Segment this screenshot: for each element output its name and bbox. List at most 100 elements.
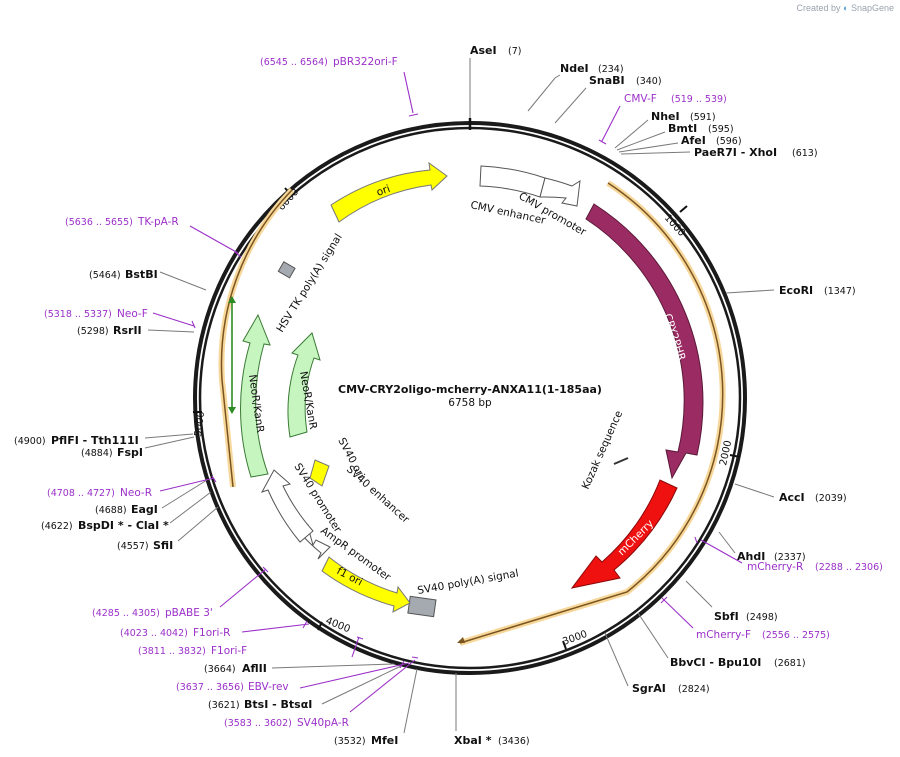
tick-3000: 3000 — [561, 629, 589, 648]
primer-mcherry-r[interactable]: mCherry-R(2288 .. 2306) — [747, 561, 883, 573]
site-btsi-btsai[interactable]: (3621) BtsI - BtsαI — [208, 698, 312, 711]
sv40-enhancer-label: SV40 enhancer — [344, 463, 412, 526]
site-bstbi[interactable]: (5464)BstBI — [89, 268, 158, 281]
svg-text:(6545 .. 6564): (6545 .. 6564) — [260, 57, 328, 68]
primer-ebv-rev[interactable]: (3637 .. 3656) EBV-rev — [176, 681, 289, 693]
svg-text:(4688): (4688) — [95, 505, 127, 516]
svg-text:(591): (591) — [690, 112, 716, 123]
primer-cmv-f[interactable]: CMV-F(519 .. 539) — [624, 93, 727, 105]
primer-tk-pa-r[interactable]: (5636 .. 5655)TK-pA-R — [65, 216, 179, 228]
site-rsrii[interactable]: (5298)RsrII — [77, 324, 142, 337]
sv40-promoter-feature — [260, 469, 314, 543]
svg-text:EcoRI: EcoRI — [779, 284, 813, 297]
svg-text:AflII: AflII — [242, 662, 267, 675]
site-bmti[interactable]: BmtI(595) — [668, 122, 734, 135]
svg-text:(4557): (4557) — [117, 541, 149, 552]
site-bbvci-bpu10i[interactable]: BbvCI - Bpu10I(2681) — [670, 656, 806, 669]
primer-f1ori-r[interactable]: (4023 .. 4042) F1ori-R — [120, 627, 230, 639]
primer-sv40pa-r[interactable]: (3583 .. 3602)SV40pA-R — [224, 717, 349, 729]
site-mfei[interactable]: (3532)MfeI — [334, 734, 398, 747]
primer-leaders — [152, 71, 743, 713]
site-pflfi-tth111i[interactable]: (4900)PflFI - Tth111I — [14, 434, 139, 447]
svg-text:(3811 .. 3832): (3811 .. 3832) — [138, 646, 206, 657]
svg-text:pBR322ori-F: pBR322ori-F — [333, 56, 398, 68]
svg-text:AhdI: AhdI — [737, 550, 765, 563]
primer-neo-f[interactable]: (5318 .. 5337) Neo-F — [44, 308, 148, 320]
svg-text:AccI: AccI — [779, 491, 805, 504]
cmv-promoter-feature — [539, 177, 581, 207]
cmv-enhancer-feature — [479, 165, 546, 198]
hsv-tk-label: HSV TK poly(A) signal — [274, 232, 344, 335]
svg-text:(3664): (3664) — [204, 664, 236, 675]
sv40-ori-feature — [309, 459, 330, 487]
svg-text:XbaI *: XbaI * — [454, 734, 492, 747]
site-asei[interactable]: AseI(7) — [470, 44, 521, 57]
svg-text:(4023 .. 4042): (4023 .. 4042) — [120, 628, 188, 639]
site-ahdi[interactable]: AhdI (2337) — [737, 550, 806, 563]
svg-text:(3637 .. 3656): (3637 .. 3656) — [176, 682, 244, 693]
tick-2000: 2000 — [718, 439, 734, 466]
primer-f1ori-f[interactable]: (3811 .. 3832) F1ori-F — [138, 645, 247, 657]
tick-5000: 5000 — [193, 411, 207, 438]
sv40-polya-label: SV40 poly(A) signal — [416, 567, 519, 597]
site-acci[interactable]: AccI (2039) — [779, 491, 847, 504]
svg-text:AfeI: AfeI — [681, 134, 706, 147]
primer-labels: (6545 .. 6564) pBR322ori-F CMV-F(519 .. 5… — [44, 56, 883, 729]
svg-text:(2039): (2039) — [815, 493, 847, 504]
svg-text:EagI: EagI — [131, 503, 158, 516]
svg-text:(5298): (5298) — [77, 326, 109, 337]
svg-text:Neo-F: Neo-F — [117, 308, 148, 320]
svg-text:(596): (596) — [716, 136, 742, 147]
mcherry-feature — [570, 479, 678, 589]
site-sbfi[interactable]: SbfI(2498) — [714, 610, 778, 623]
svg-text:(613): (613) — [792, 148, 818, 159]
svg-text:FspI: FspI — [117, 446, 143, 459]
site-ecori[interactable]: EcoRI(1347) — [779, 284, 856, 297]
kozak-feature — [613, 457, 629, 465]
svg-text:(2337): (2337) — [774, 552, 806, 563]
svg-text:BtsI - BtsαI: BtsI - BtsαI — [244, 698, 312, 711]
site-sgrai[interactable]: SgrAI(2824) — [632, 682, 710, 695]
site-xbai[interactable]: XbaI * (3436) — [454, 734, 530, 747]
site-sfii[interactable]: (4557) SfiI — [117, 539, 173, 552]
svg-text:PaeR7I - XhoI: PaeR7I - XhoI — [694, 146, 777, 159]
site-fspi[interactable]: (4884)FspI — [81, 446, 143, 459]
orf-arcs — [218, 180, 726, 646]
site-ndei[interactable]: NdeI(234) — [560, 62, 624, 75]
site-bspdi-clai[interactable]: (4622)BspDI * - ClaI * — [41, 519, 169, 532]
svg-text:(3436): (3436) — [498, 736, 530, 747]
svg-text:(5318 .. 5337): (5318 .. 5337) — [44, 309, 112, 320]
svg-text:(2681): (2681) — [774, 658, 806, 669]
svg-text:SfiI: SfiI — [153, 539, 173, 552]
svg-text:F1ori-R: F1ori-R — [193, 627, 230, 639]
svg-text:(3621): (3621) — [208, 700, 240, 711]
primer-mcherry-f[interactable]: mCherry-F(2556 .. 2575) — [696, 629, 830, 641]
site-eagi[interactable]: (4688) EagI — [95, 503, 158, 516]
svg-text:SgrAI: SgrAI — [632, 682, 666, 695]
primer-pbr322ori-f[interactable]: (6545 .. 6564) pBR322ori-F — [260, 56, 398, 68]
svg-text:(7): (7) — [508, 46, 521, 57]
svg-text:EBV-rev: EBV-rev — [248, 681, 289, 693]
neor-outer-feature — [240, 313, 271, 478]
svg-text:NheI: NheI — [651, 110, 680, 123]
primer-neo-r[interactable]: (4708 .. 4727)Neo-R — [47, 487, 152, 499]
credit-prefix: Created by — [796, 3, 841, 13]
site-paer7i-xhoi[interactable]: PaeR7I - XhoI (613) — [694, 146, 818, 159]
primer-pbabe3[interactable]: (4285 .. 4305)pBABE 3' — [92, 607, 213, 619]
svg-text:(519 .. 539): (519 .. 539) — [671, 94, 727, 105]
svg-text:(3583 .. 3602): (3583 .. 3602) — [224, 718, 292, 729]
svg-text:F1ori-F: F1ori-F — [211, 645, 247, 657]
site-aflii[interactable]: (3664) AflII — [204, 662, 267, 675]
svg-text:(595): (595) — [708, 124, 734, 135]
svg-text:mCherry-F: mCherry-F — [696, 629, 751, 641]
site-nhei[interactable]: NheI (591) — [651, 110, 716, 123]
site-afei[interactable]: AfeI (596) — [681, 134, 742, 147]
svg-text:(3532): (3532) — [334, 736, 366, 747]
plasmid-name: CMV-CRY2oligo-mcherry-ANXA11(1-185aa) — [338, 383, 602, 396]
svg-text:pBABE 3': pBABE 3' — [165, 607, 213, 619]
snapgene-logo-icon: ◐ — [843, 3, 849, 13]
site-snabi[interactable]: SnaBI(340) — [589, 74, 662, 87]
svg-text:(5636 .. 5655): (5636 .. 5655) — [65, 217, 133, 228]
restriction-sites: AseI(7) NdeI(234) SnaBI(340) NheI (591) B… — [14, 44, 856, 747]
